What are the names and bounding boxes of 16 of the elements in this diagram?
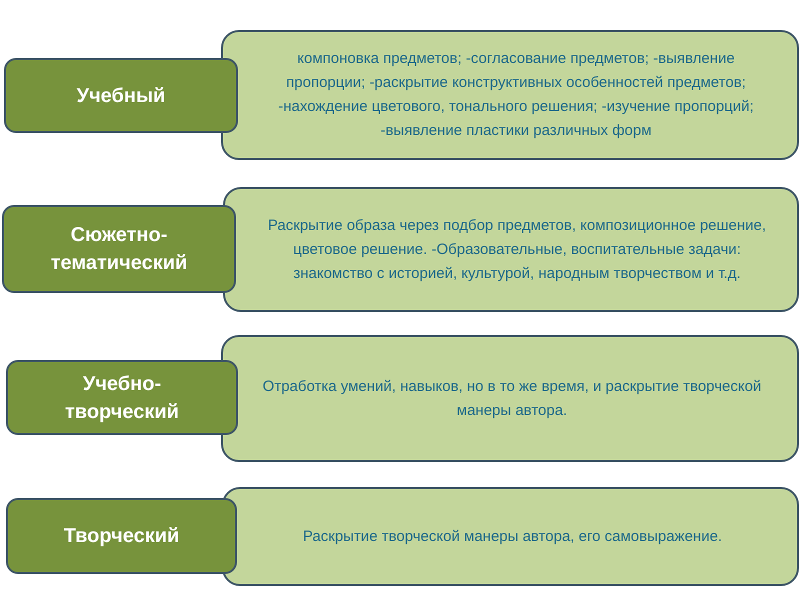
category-title: Творческий <box>64 524 180 549</box>
category-box <box>6 498 237 574</box>
category-title: Учебно-творческий <box>64 372 180 424</box>
description-box <box>222 487 799 586</box>
description-box <box>221 335 799 462</box>
description-text: Раскрытие образа через подбор предметов, композиционное решение, цветовое решение. -Образовательные, воспитательные задачи: знакомство с историей, культурой, народным творчеством и т.д. <box>267 216 767 284</box>
description-text: Раскрытие творческой манеры автора, его самовыражение. <box>302 526 722 546</box>
description-text: компоновка предметов; -согласование предметов; -выявление пропорции; -раскрытие конструктивных особенностей предметов; -нахождение цветового, тонального решения; -изучение пропорций; -выявление пластики различных форм <box>277 49 755 141</box>
category-box <box>4 58 238 133</box>
description-box <box>221 30 799 160</box>
category-title: Учебный <box>76 84 166 108</box>
description-box <box>223 187 799 312</box>
category-title: Сюжетно-тематический <box>50 223 188 276</box>
category-box <box>6 360 238 435</box>
category-box <box>2 205 236 293</box>
description-text: Отработка умений, навыков, но в то же время, и раскрытие творческой манеры автора. <box>262 376 762 420</box>
